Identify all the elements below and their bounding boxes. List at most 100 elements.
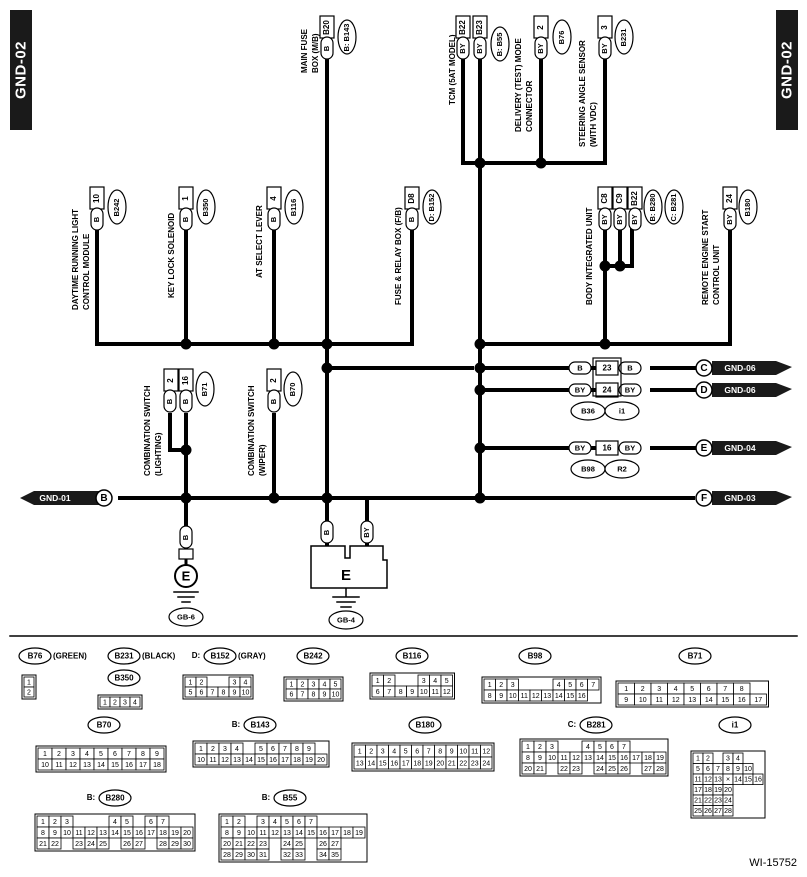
b55-pin: 21: [235, 841, 243, 848]
tcm-wire-2-pill: [473, 36, 487, 60]
b180-pin: 22: [459, 760, 467, 767]
b281-pin: 13: [584, 755, 592, 762]
junction-e-ref-2-oval: [604, 459, 640, 479]
junction-dot-3: [474, 338, 486, 350]
i1-housing: [690, 750, 766, 819]
b55-pin: 14: [295, 830, 303, 837]
mid-ref-1: B350: [201, 199, 210, 217]
i1-pin-cell: [722, 805, 734, 817]
b71-pin: 14: [705, 697, 713, 704]
junction-e-ref-2: R2: [617, 464, 627, 473]
junction-dot-7: [321, 362, 333, 374]
b55-pin: 10: [247, 830, 255, 837]
junction-left-wire-1: BY: [575, 385, 585, 394]
drl-label-2: CONTROL MODULE: [82, 233, 91, 310]
b143-pin: 11: [209, 757, 216, 764]
b281-pin: 19: [656, 755, 664, 762]
b143-pin: 4: [235, 746, 239, 753]
combo-light-label-1: COMBINATION SWITCH: [143, 385, 152, 476]
b143-pin: 19: [305, 757, 313, 764]
gb6-symbol: E: [182, 568, 191, 583]
b143-housing: [192, 740, 330, 768]
mid-conn-1: 1: [181, 196, 190, 201]
tcm-ref-oval: [490, 26, 510, 62]
gnd-arrow-f: [712, 491, 792, 505]
b55-prefix: B:: [262, 793, 270, 802]
b180-pin: 13: [356, 760, 364, 767]
steering-wire: BY: [600, 43, 609, 53]
b281-pin-cell: [533, 762, 547, 775]
b280-pin: 2: [53, 819, 57, 826]
wiring-lines: [9, 58, 798, 637]
i1-pin: ×: [726, 777, 730, 784]
remote-wire: BY: [725, 214, 734, 224]
junction-left-wire-0-pill: [568, 361, 592, 375]
b143-pin: 3: [223, 746, 227, 753]
b98-pin: 3: [511, 682, 515, 689]
junction-dot-14: [321, 492, 333, 504]
junction-pin-0: 23: [603, 364, 612, 373]
b280-pin: 29: [171, 841, 179, 848]
drl-label-1: DAYTIME RUNNING LIGHT: [71, 209, 80, 310]
b280-pin: 20: [183, 830, 191, 837]
b281-housing: [519, 738, 669, 777]
i1-title: i1: [732, 721, 739, 730]
i1-pin: 9: [736, 766, 740, 773]
junction-f-letter-ring: [695, 489, 713, 507]
b70-pin: 3: [71, 751, 75, 758]
junction-dot-5: [474, 157, 486, 169]
b180-pin: 2: [369, 748, 373, 755]
b55-pin: 11: [259, 830, 266, 837]
b143-pin: 8: [295, 746, 299, 753]
gb6-wire: B: [181, 534, 190, 540]
b71-pin: 16: [738, 697, 746, 704]
gnd01-label: GND-01: [39, 493, 70, 503]
main-fuse-wire: B: [322, 45, 331, 51]
b98-pin: 7: [591, 682, 595, 689]
mid-ref-0: B242: [112, 199, 121, 217]
b280-title: B280: [105, 794, 125, 803]
b76-title-oval: [18, 647, 52, 665]
i1-pin: 27: [714, 808, 722, 815]
b280-pin: 26: [123, 841, 131, 848]
delivery-label-1: DELIVERY (TEST) MODE: [514, 38, 523, 132]
b98-pin: 12: [532, 693, 540, 700]
i1-pin: 3: [726, 756, 730, 763]
gb6-ring: [174, 564, 198, 588]
junction-pin-2: 16: [603, 444, 612, 453]
b281-pin: 11: [560, 755, 567, 762]
combo-wiper-wire: B: [269, 398, 278, 404]
gb6-label: GB-6: [177, 612, 195, 621]
b281-pin: 20: [524, 766, 532, 773]
b116-pin: 2: [387, 678, 391, 685]
tcm-ref: B: B55: [495, 33, 504, 57]
b98-pin: 16: [578, 693, 586, 700]
b70-pin: 11: [55, 762, 62, 769]
b98-pin: 8: [488, 693, 492, 700]
b281-pin: 28: [656, 766, 664, 773]
b55-pin: 3: [261, 819, 265, 826]
b242-pin: 1: [290, 681, 294, 688]
b55-pin: 1: [225, 819, 229, 826]
b55-pin: 27: [331, 841, 339, 848]
biu-ref-1: B: B280: [648, 194, 657, 222]
b280-pin: 21: [39, 841, 47, 848]
b180-pin: 1: [358, 748, 362, 755]
b281-pin-cell: [617, 762, 631, 775]
delivery-wire-pill: [534, 36, 548, 60]
b116-housing: [369, 672, 455, 700]
i1-pin-cell: [752, 773, 764, 785]
steering-ref-oval: [614, 19, 634, 55]
b98-pin: 13: [543, 693, 551, 700]
b280-pin-cell: [132, 837, 146, 850]
b143-pin: 14: [245, 757, 253, 764]
mid-ref-3-oval: [422, 189, 442, 225]
b70-pin: 2: [57, 751, 61, 758]
junction-dot-10: [474, 442, 486, 454]
b280-pin: 9: [53, 830, 57, 837]
b71-pin: 6: [707, 686, 711, 693]
gnd-tab-left: GND-02: [10, 10, 32, 130]
biu-ref-2-oval: [664, 189, 684, 225]
b71-pin: 12: [672, 697, 680, 704]
